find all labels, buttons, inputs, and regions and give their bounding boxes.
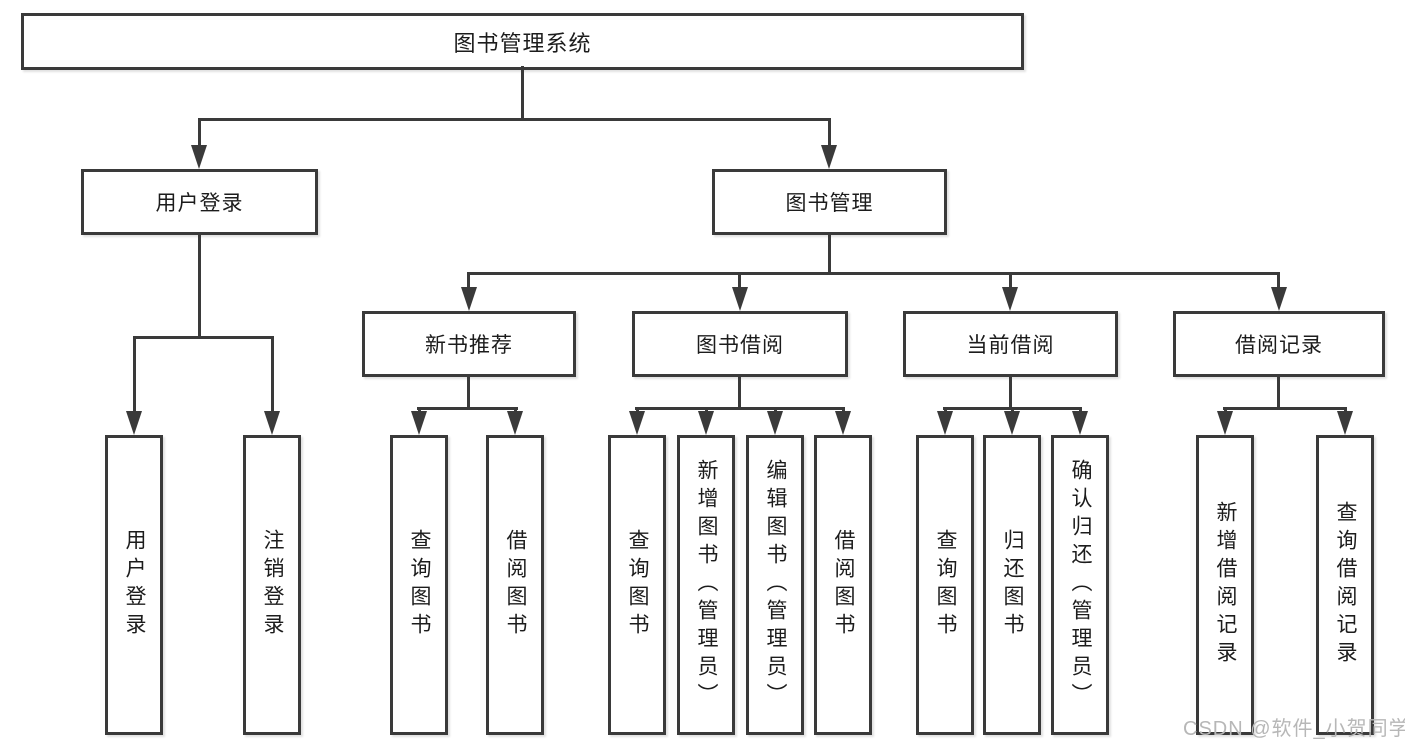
connector-new-book-stem	[467, 375, 470, 410]
connector-drop-book-management	[828, 118, 831, 147]
arrow-down-icon	[126, 411, 142, 435]
arrow-down-icon	[835, 411, 851, 435]
connector-new-book-bus	[417, 407, 518, 410]
arrow-down-icon	[191, 145, 207, 169]
leaf-borrow-add-books-admin: 新增图书（管理员）	[677, 435, 735, 735]
leaf-borrow-edit-books-admin: 编辑图书（管理员）	[746, 435, 804, 735]
connector-user-login-bus	[133, 336, 274, 339]
arrow-down-icon	[264, 411, 280, 435]
connector-drop-book-borrow	[738, 272, 741, 289]
leaf-newrec-query-books: 查询图书	[390, 435, 448, 735]
arrow-down-icon	[1004, 411, 1020, 435]
arrow-down-icon	[937, 411, 953, 435]
arrow-down-icon	[1002, 287, 1018, 311]
node-book-borrow: 图书借阅	[632, 311, 848, 377]
arrow-down-icon	[767, 411, 783, 435]
arrow-down-icon	[1271, 287, 1287, 311]
connector-book-borrow-bus	[635, 407, 845, 410]
connector-book-management-stem	[828, 233, 831, 275]
arrow-down-icon	[821, 145, 837, 169]
connector-drop-current-borrow	[1009, 272, 1012, 289]
connector-drop-new-book	[467, 272, 470, 289]
leaf-borrow-query-books: 查询图书	[608, 435, 666, 735]
leaf-current-confirm-return-admin: 确认归还（管理员）	[1051, 435, 1109, 735]
node-current-borrow: 当前借阅	[903, 311, 1118, 377]
csdn-watermark: CSDN @软件_小贺同学	[1183, 718, 1405, 740]
arrow-down-icon	[698, 411, 714, 435]
connector-book-borrow-stem	[738, 375, 741, 410]
arrow-down-icon	[411, 411, 427, 435]
connector-book-management-bus	[468, 272, 1280, 275]
leaf-current-query-books: 查询图书	[916, 435, 974, 735]
leaf-newrec-borrow-books: 借阅图书	[486, 435, 544, 735]
connector-drop-leaf-logout	[271, 336, 274, 413]
connector-borrow-records-stem	[1277, 375, 1280, 410]
leaf-current-return-books: 归还图书	[983, 435, 1041, 735]
arrow-down-icon	[629, 411, 645, 435]
node-user-login: 用户登录	[81, 169, 318, 235]
leaf-logout: 注销登录	[243, 435, 301, 735]
node-new-book-recommend: 新书推荐	[362, 311, 576, 377]
node-root: 图书管理系统	[21, 13, 1024, 70]
connector-current-borrow-stem	[1009, 375, 1012, 410]
node-book-management: 图书管理	[712, 169, 947, 235]
arrow-down-icon	[1072, 411, 1088, 435]
arrow-down-icon	[1217, 411, 1233, 435]
arrow-down-icon	[1337, 411, 1353, 435]
leaf-user-login: 用户登录	[105, 435, 163, 735]
leaf-records-add-record: 新增借阅记录	[1196, 435, 1254, 735]
leaf-records-query-record: 查询借阅记录	[1316, 435, 1374, 735]
connector-root-stem	[521, 66, 524, 121]
arrow-down-icon	[461, 287, 477, 311]
arrow-down-icon	[507, 411, 523, 435]
connector-drop-borrow-records	[1277, 272, 1280, 289]
connector-borrow-records-bus	[1223, 407, 1347, 410]
connector-user-login-stem	[198, 233, 201, 339]
connector-root-bus	[198, 118, 831, 121]
leaf-borrow-borrow-books: 借阅图书	[814, 435, 872, 735]
connector-drop-user-login	[198, 118, 201, 147]
connector-drop-leaf-user-login	[133, 336, 136, 413]
node-borrow-records: 借阅记录	[1173, 311, 1385, 377]
arrow-down-icon	[732, 287, 748, 311]
